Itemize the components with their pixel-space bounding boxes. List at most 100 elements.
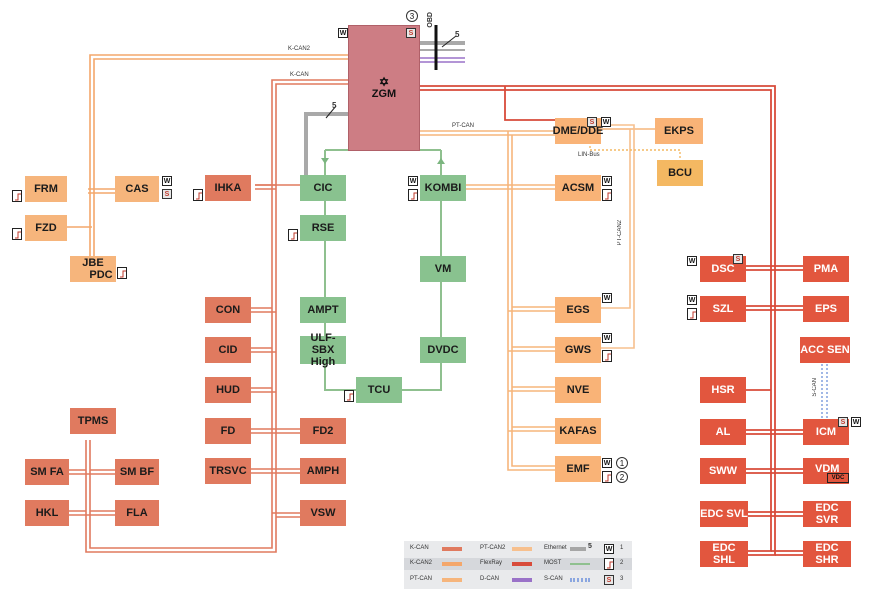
legend-dcan: D-CAN [480,576,499,582]
node-edc-svr[interactable]: EDC SVR [803,501,851,527]
legend-kcan: K-CAN [410,545,429,551]
dsc-badge-w: W [687,256,697,266]
node-tcu[interactable]: TCU [356,377,402,403]
node-cas[interactable]: CAS [115,176,159,202]
node-edc-shl[interactable]: EDC SHL [700,541,748,567]
bus-label-k-can2: K-CAN2 [288,46,311,52]
node-al[interactable]: AL [700,419,746,445]
ulf-label: ULF-SBX [310,331,336,356]
dme-badge-w: W [601,117,611,127]
legend-kcan2-swatch [442,562,462,566]
node-dsc[interactable]: DSC [700,256,746,282]
legend-flexray: FlexRay [480,560,503,566]
legend: K-CAN PT-CAN2 Ethernet 5 W 1 K-CAN2 Flex… [404,541,632,589]
legend-k3: 3 [620,576,624,582]
legend-most-swatch [570,563,590,565]
zgm-badge-s: S [406,28,416,38]
node-rse[interactable]: RSE [300,215,346,241]
icm-badge-s: S [838,417,848,427]
legend-most: MOST [544,560,562,566]
emf-badge-w: W [602,458,612,468]
node-edc-shr[interactable]: EDC SHR [803,541,851,567]
ihka-terminal-icon [193,189,203,201]
node-kombi[interactable]: KOMBI [420,175,466,201]
node-fla[interactable]: FLA [115,500,159,526]
node-jbe-pdc[interactable]: JBE PDC [70,256,116,282]
node-gws[interactable]: GWS [555,337,601,363]
legend-eth-num: 5 [588,543,592,550]
szl-badge-w: W [687,295,697,305]
kombi-terminal-icon [408,189,418,201]
legend-scan-swatch [570,578,590,582]
node-trsvc[interactable]: TRSVC [205,458,251,484]
node-szl[interactable]: SZL [700,296,746,322]
legend-s-badge: S [604,575,614,585]
bus-label-lin-bus: LIN-Bus [578,152,600,158]
node-frm[interactable]: FRM [25,176,67,202]
bus-label-pt-can2: PT-CAN2 [617,220,623,246]
node-kafas[interactable]: KAFAS [555,418,601,444]
node-eps[interactable]: EPS [803,296,849,322]
legend-ptcan-swatch [442,578,462,582]
node-ulf-sbx-high[interactable]: ULF-SBX High [300,332,346,368]
node-sww[interactable]: SWW [700,458,746,484]
bus-label-k-can: K-CAN [290,72,309,78]
szl-terminal-icon [687,308,697,320]
bus-label-pt-can: PT-CAN [452,123,475,129]
node-dvdc[interactable]: DVDC [420,337,466,363]
zgm-label: ZGM [371,87,397,100]
node-hkl[interactable]: HKL [25,500,69,526]
pdc-label: PDC [89,269,113,281]
node-icm[interactable]: ICM [803,419,849,445]
node-egs[interactable]: EGS [555,297,601,323]
node-ampt[interactable]: AMPT [300,297,346,323]
node-sm-bf[interactable]: SM BF [115,459,159,485]
obd-label: OBD [427,12,434,28]
legend-scan: S-CAN [544,576,563,582]
emf-terminal-icon [602,471,612,483]
node-hud[interactable]: HUD [205,377,251,403]
node-cid[interactable]: CID [205,337,251,363]
acsm-badge-w: W [602,176,612,186]
legend-ethernet-swatch [570,547,586,551]
cas-badge-s: S [162,189,172,199]
egs-badge-w: W [602,293,612,303]
node-acc-sen[interactable]: ACC SEN [800,337,850,363]
node-emf[interactable]: EMF [555,456,601,482]
node-ihka[interactable]: IHKA [205,175,251,201]
legend-dcan-swatch [512,578,532,582]
node-con[interactable]: CON [205,297,251,323]
zgm-star-icon: ✡ [378,74,390,89]
node-bcu[interactable]: BCU [657,160,703,186]
legend-ptcan2: PT-CAN2 [480,545,506,551]
node-fd[interactable]: FD [205,418,251,444]
zgm-gateway-module[interactable]: ✡ ZGM [348,25,420,151]
rse-terminal-icon [288,229,298,241]
emf-circle-1: 1 [616,457,628,469]
legend-ethernet: Ethernet [544,545,567,551]
legend-ptcan: PT-CAN [410,576,433,582]
node-pma[interactable]: PMA [803,256,849,282]
node-nve[interactable]: NVE [555,377,601,403]
node-fzd[interactable]: FZD [25,215,67,241]
jbe-label: JBE [82,256,104,269]
node-amph[interactable]: AMPH [300,458,346,484]
node-edc-svl[interactable]: EDC SVL [700,501,748,527]
node-fd2[interactable]: FD2 [300,418,346,444]
kombi-badge-w: W [408,176,418,186]
legend-terminal-icon [604,558,614,570]
node-ekps[interactable]: EKPS [655,118,703,144]
node-tpms[interactable]: TPMS [70,408,116,434]
node-acsm[interactable]: ACSM [555,175,601,201]
node-hsr[interactable]: HSR [700,377,746,403]
legend-kcan2: K-CAN2 [410,560,433,566]
node-sm-fa[interactable]: SM FA [25,459,69,485]
legend-kcan-swatch [442,547,462,551]
node-cic[interactable]: CIC [300,175,346,201]
gws-terminal-icon [602,350,612,362]
zgm-circle-3: 3 [406,10,418,22]
node-vm[interactable]: VM [420,256,466,282]
node-vsw[interactable]: VSW [300,500,346,526]
obd-count: 5 [455,30,460,39]
legend-w-badge: W [604,544,614,554]
